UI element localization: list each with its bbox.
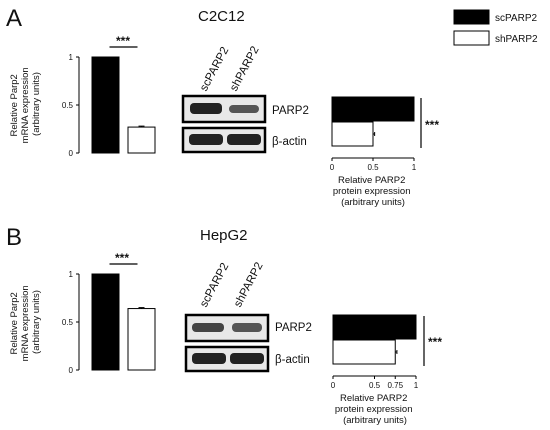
protein-xlabel-a-line2: protein expression (333, 186, 411, 197)
blot-lane-label-a-2: shPARP2 (228, 44, 262, 93)
y-tick-label: 0 (69, 366, 74, 375)
y-tick-label: 1 (69, 270, 74, 279)
blot-lane-label-b-1: scPARP2 (198, 261, 231, 309)
blot-band-parp2-b-2 (232, 323, 262, 332)
protein-xlabel-a-line3: (arbitrary units) (341, 197, 405, 208)
x-tick-label: 0.5 (367, 163, 379, 172)
bar-shPARP2 (332, 339, 396, 365)
blot-lane-label-b-2: shPARP2 (232, 260, 266, 309)
mrna-ylabel-b: Relative Parp2 mRNA expression (arbitrar… (9, 283, 42, 362)
mrna-ylabel-a-line2: mRNA expression (20, 67, 31, 143)
significance-protein-a: *** (425, 118, 439, 132)
mrna-ylabel-b-line2: mRNA expression (20, 285, 31, 361)
panel-letter-a: A (6, 5, 22, 32)
western-blot-b: scPARP2 shPARP2 PARP2 β-actin (184, 260, 312, 373)
x-tick-label: 1 (412, 163, 417, 172)
mrna-ylabel-a: Relative Parp2 mRNA expression (arbitrar… (9, 65, 42, 144)
mrna-ylabel-a-line1: Relative Parp2 (9, 74, 20, 136)
mrna-chart-a: 00.51 (62, 46, 156, 158)
protein-chart-b: 0 0.5 0.75 1 (331, 314, 419, 390)
legend-swatch-sc (453, 9, 490, 25)
panel-title-b: HepG2 (200, 227, 248, 244)
y-tick-label: 0.5 (62, 101, 74, 110)
panel-a: A C2C12 Relative Parp2 mRNA expression (… (6, 5, 439, 208)
x-tick-label: 0.75 (387, 381, 403, 390)
mrna-chart-b: 00.51 (62, 263, 156, 375)
x-tick-label: 1 (414, 381, 419, 390)
protein-xlabel-b: Relative PARP2 protein expression (arbit… (335, 393, 415, 426)
blot-lane-label-a-1: scPARP2 (198, 45, 231, 93)
bar-shPARP2 (331, 121, 374, 147)
x-tick-label: 0 (330, 163, 335, 172)
bar-scPARP2 (332, 314, 417, 340)
panel-title-a: C2C12 (198, 8, 245, 25)
bar-scPARP2 (331, 96, 415, 122)
y-tick-label: 1 (69, 53, 74, 62)
y-tick-label: 0 (69, 149, 74, 158)
blot-row-label-a-actin: β-actin (272, 136, 307, 148)
mrna-ylabel-a-line3: (arbitrary units) (31, 72, 42, 136)
protein-xlabel-b-line2: protein expression (335, 404, 413, 415)
significance-protein-b: *** (428, 335, 442, 349)
protein-xlabel-a: Relative PARP2 protein expression (arbit… (333, 175, 413, 208)
bar-scPARP2 (91, 56, 120, 154)
panel-letter-b: B (6, 224, 22, 251)
x-tick-label: 0.5 (369, 381, 381, 390)
protein-xlabel-b-line3: (arbitrary units) (343, 415, 407, 426)
blot-band-actin-b-1 (192, 353, 226, 364)
bar-shPARP2 (127, 308, 156, 371)
western-blot-a: scPARP2 shPARP2 PARP2 β-actin (181, 44, 309, 154)
blot-band-parp2-a-1 (190, 103, 222, 114)
protein-xlabel-a-line1: Relative PARP2 (338, 175, 405, 186)
legend: scPARP2 shPARP2 (453, 9, 538, 46)
blot-band-parp2-b-1 (192, 323, 224, 332)
bar-scPARP2 (91, 273, 120, 371)
bar-shPARP2 (127, 126, 156, 154)
protein-xlabel-b-line1: Relative PARP2 (340, 393, 407, 404)
significance-mrna-a: *** (116, 34, 130, 48)
legend-swatch-sh (453, 30, 490, 46)
blot-band-actin-a-1 (189, 134, 223, 145)
blot-band-parp2-a-2 (229, 105, 259, 113)
significance-mrna-b: *** (115, 251, 129, 265)
blot-row-label-b-actin: β-actin (275, 354, 310, 366)
mrna-ylabel-b-line3: (arbitrary units) (31, 290, 42, 354)
y-tick-label: 0.5 (62, 318, 74, 327)
legend-label-sh: shPARP2 (495, 34, 538, 45)
blot-row-label-b-parp2: PARP2 (275, 322, 312, 334)
mrna-ylabel-b-line1: Relative Parp2 (9, 292, 20, 354)
legend-label-sc: scPARP2 (495, 13, 537, 24)
x-tick-label: 0 (331, 381, 336, 390)
blot-band-actin-a-2 (227, 134, 261, 145)
panel-b: B HepG2 Relative Parp2 mRNA expression (… (6, 224, 442, 426)
blot-row-label-a-parp2: PARP2 (272, 105, 309, 117)
blot-band-actin-b-2 (230, 353, 264, 364)
